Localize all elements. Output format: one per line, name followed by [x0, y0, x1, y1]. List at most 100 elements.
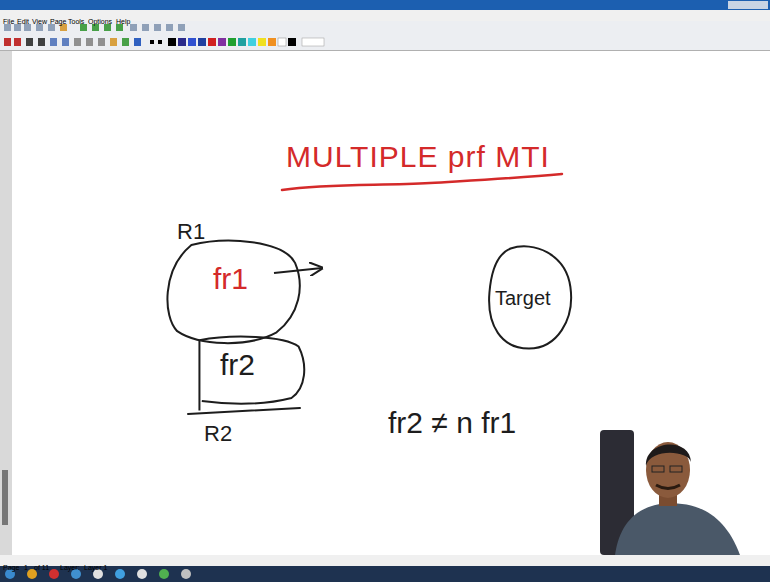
tool-icon [48, 24, 55, 31]
menu-item: Edit [17, 18, 29, 26]
blob-region: Target [483, 243, 575, 353]
menu-item: Tools [68, 18, 84, 26]
region-name: R2 [204, 422, 232, 446]
swatch [168, 38, 176, 46]
prf-relation: fr2 ≠ n fr1 [388, 406, 516, 439]
tool-icon [60, 24, 67, 31]
toolbar-border [0, 50, 770, 51]
tool-icon [14, 38, 21, 46]
side-tab [2, 470, 8, 525]
title-underline [282, 174, 562, 190]
menu-bar [0, 10, 770, 21]
tool-icon [4, 38, 11, 46]
label-holder: of 11 [34, 556, 49, 574]
tool-icon [104, 24, 111, 31]
tool-icon [36, 24, 43, 31]
title-bar [0, 0, 770, 10]
tool-icon [14, 24, 21, 31]
swatch [228, 38, 236, 46]
swatch [238, 38, 246, 46]
status-text: Layer: [60, 564, 79, 572]
tool-icon [26, 38, 33, 46]
label-holder: Page [50, 10, 66, 28]
blob-stroke [167, 241, 299, 344]
base-line [188, 408, 300, 414]
menu-item: Options [88, 18, 112, 26]
menu-item: Help [116, 18, 130, 26]
status-bar [0, 555, 770, 566]
blob-region: R1 fr1 [163, 220, 305, 348]
label-holder: Layer 1 [84, 556, 107, 574]
swatch [208, 38, 216, 46]
toolbar-icons [4, 24, 185, 31]
label-holder: 1 [24, 556, 28, 574]
taskbar [0, 566, 770, 582]
node-label: fr2 [220, 348, 255, 381]
taskbar-icon [115, 569, 125, 579]
tool-icon [62, 38, 69, 46]
label-holder: Options [88, 10, 112, 28]
status-text: of 11 [34, 564, 49, 572]
label-holder: Help [116, 10, 130, 28]
label-holder: Page [3, 556, 19, 574]
tool-icon [130, 24, 137, 31]
tool-icon [50, 38, 57, 46]
status-text: Page [3, 564, 19, 572]
menu-item: File [3, 18, 14, 26]
glasses [652, 466, 664, 472]
taskbar-icon [159, 569, 169, 579]
tool-icon [134, 38, 141, 46]
hair [646, 444, 691, 466]
swatch [178, 38, 186, 46]
node-label: Target [495, 287, 551, 309]
swatch [248, 38, 256, 46]
label-holder: Layer: [60, 556, 79, 574]
blob-region: R2 fr2 [190, 334, 308, 446]
blob-stroke [199, 337, 304, 411]
toolbar [0, 21, 770, 34]
node-label: fr1 [213, 262, 248, 295]
presenter [600, 430, 740, 555]
label-holder: Edit [17, 10, 29, 28]
tool-icon [158, 40, 162, 44]
title-holder: MULTIPLE prf MTI [286, 140, 550, 173]
swatch [278, 38, 286, 46]
window-buttons [728, 1, 768, 9]
swatch [218, 38, 226, 46]
pen-toolbar [0, 34, 770, 50]
tool-icon [110, 38, 117, 46]
slide-title: MULTIPLE prf MTI [286, 140, 550, 173]
page [12, 51, 770, 555]
blob-stroke [489, 246, 571, 348]
shirt [615, 503, 740, 555]
tool-icon [24, 24, 31, 31]
status-text: 1 [24, 564, 28, 572]
status-text: Layer 1 [84, 564, 107, 572]
taskbar-icon [49, 569, 59, 579]
swatch [258, 38, 266, 46]
label-holder: View [32, 10, 47, 28]
label-holder: File [3, 10, 14, 28]
tool-icon [178, 24, 185, 31]
label-holder: fr2 ≠ n fr1 [388, 406, 516, 439]
menu-item: Page [50, 18, 66, 26]
tool-icon [98, 38, 105, 46]
head [646, 442, 690, 498]
moustache [656, 485, 680, 489]
tool-icon [166, 24, 173, 31]
swatch [198, 38, 206, 46]
tool-icon [122, 38, 129, 46]
tool-icon [86, 38, 93, 46]
tool-icon [92, 24, 99, 31]
tool-icon [116, 24, 123, 31]
color-swatches [168, 38, 324, 46]
tool-icon [80, 24, 87, 31]
label-holder: Tools [68, 10, 84, 28]
menu-item: View [32, 18, 47, 26]
pen-icons [4, 38, 162, 46]
region-name: R1 [177, 220, 205, 244]
taskbar-icon [181, 569, 191, 579]
